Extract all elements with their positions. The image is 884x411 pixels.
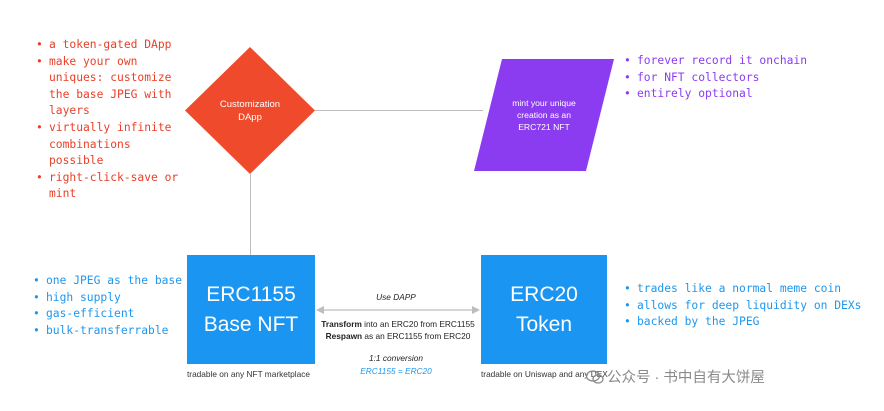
transform-label: Transform into an ERC20 from ERC1155 <box>318 319 478 329</box>
watermark-text: 公众号 · 书中自有大饼屋 <box>607 370 765 386</box>
watermark: 公众号 · 书中自有大饼屋 <box>586 366 765 387</box>
erc1155-notes: one JPEG as the basehigh supplygas-effic… <box>33 273 193 339</box>
note-item: gas-efficient <box>33 306 193 323</box>
note-item: trades like a normal meme coin <box>624 281 864 298</box>
parallelogram-shape <box>474 59 614 171</box>
customization-dapp-label: Customization DApp <box>219 98 281 123</box>
note-item: one JPEG as the base <box>33 273 193 290</box>
note-item: allows for deep liquidity on DEXs <box>624 298 864 315</box>
erc20-token-node: ERC20 Token <box>481 255 607 364</box>
connector-diamond-to-erc1155 <box>250 174 251 255</box>
wechat-icon <box>586 369 604 384</box>
mint-notes: forever record it onchainfor NFT collect… <box>624 53 854 103</box>
note-item: right-click-save or mint <box>36 170 186 203</box>
note-item: high supply <box>33 290 193 307</box>
respawn-label: Respawn as an ERC1155 from ERC20 <box>318 331 478 341</box>
erc20-notes: trades like a normal meme coinallows for… <box>624 281 864 331</box>
mint-erc721-node: mint your unique creation as an ERC721 N… <box>474 59 614 171</box>
connector-diamond-to-mint <box>315 110 483 111</box>
mint-erc721-label: mint your unique creation as an ERC721 N… <box>512 98 576 132</box>
note-item: backed by the JPEG <box>624 314 864 331</box>
erc20-caption: tradable on Uniswap and any DEX <box>481 369 608 379</box>
transform-keyword: Transform <box>321 319 362 329</box>
note-item: virtually infinite combinations possible <box>36 120 186 170</box>
erc1155-caption: tradable on any NFT marketplace <box>187 369 310 379</box>
respawn-keyword: Respawn <box>325 331 363 341</box>
use-dapp-label: Use DAPP <box>376 292 416 302</box>
note-item: make your own uniques: customize the bas… <box>36 54 186 120</box>
conversion-formula-label: ERC1155 = ERC20 <box>360 366 432 376</box>
customization-dapp-node: Customization DApp <box>185 47 315 174</box>
transform-text: into an ERC20 from ERC1155 <box>361 319 475 329</box>
erc1155-base-nft-node: ERC1155 Base NFT <box>187 255 315 364</box>
respawn-text: as an ERC1155 from ERC20 <box>362 331 471 341</box>
note-item: bulk-transferrable <box>33 323 193 340</box>
customization-notes: a token-gated DAppmake your own uniques:… <box>36 37 186 203</box>
note-item: forever record it onchain <box>624 53 854 70</box>
note-item: entirely optional <box>624 86 854 103</box>
note-item: for NFT collectors <box>624 70 854 87</box>
note-item: a token-gated DApp <box>36 37 186 54</box>
diamond-shape <box>185 47 315 174</box>
conversion-ratio-label: 1:1 conversion <box>369 353 423 363</box>
